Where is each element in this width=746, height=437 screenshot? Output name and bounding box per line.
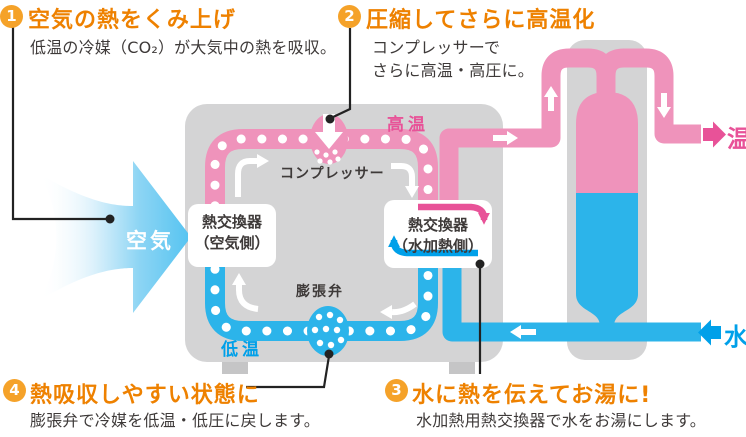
step-2-badge: 2 [338, 5, 361, 28]
hot-water-pipe [439, 48, 701, 212]
step-4-desc: 膨張弁で冷媒を低温・低圧に戻します。 [30, 411, 321, 430]
step-1-badge: 1 [0, 5, 23, 28]
cold-water-in-label: 水 [724, 323, 746, 351]
leader-dots [105, 114, 485, 359]
hx-air-line2: （空気側） [194, 234, 270, 252]
cold-water-pipe [442, 262, 701, 342]
compressor-icon [310, 114, 348, 165]
step-2-desc-line2: さらに高温・高圧に。 [372, 61, 535, 80]
step-3-desc: 水加熱用熱交換器で水をお湯にします。 [416, 411, 707, 430]
air-label: 空気 [126, 229, 174, 253]
step-4-title: 熱吸収しやすい状態に [30, 383, 260, 408]
pipe-flow-arrowheads [507, 86, 671, 339]
tank-cold-water [576, 193, 638, 341]
leader-lines [11, 27, 482, 389]
hx-water-line1: 熱交換器 [407, 216, 468, 234]
loop-flow-arrowheads [232, 154, 419, 319]
step-3-title: 水に熱を伝えてお湯に! [412, 383, 652, 408]
step-2-title: 圧縮してさらに高温化 [366, 8, 596, 33]
hx-air-line1: 熱交換器 [201, 213, 262, 231]
expansion-valve-icon [307, 306, 349, 356]
expansion-valve-label: 膨張弁 [296, 284, 344, 300]
cold-inlet-arrow-icon [698, 319, 721, 346]
high-temp-label: 高温 [387, 115, 429, 135]
air-arrow [40, 161, 191, 313]
hot-outlet-arrow-icon [703, 121, 726, 148]
tank-hot-water [576, 92, 638, 194]
loop-flow-arrows [235, 158, 417, 316]
compressor-label: コンプレッサー [280, 166, 385, 182]
hx-water-line2: （水加熱側） [392, 237, 483, 255]
low-temp-label: 低温 [221, 340, 263, 360]
step-1-desc: 低温の冷媒（CO₂）が大気中の熱を吸収。 [30, 38, 337, 57]
hx-air-label: 熱交換器 （空気側） [188, 212, 276, 254]
step-4-badge: 4 [3, 379, 26, 402]
hx-air-box [188, 204, 276, 267]
hx-water-label: 熱交換器 （水加熱側） [384, 215, 492, 257]
step-3-badge: 3 [385, 379, 408, 402]
step-1-title: 空気の熱をくみ上げ [28, 8, 236, 33]
pipe-flow-arrows [493, 93, 667, 335]
step-2-desc-line1: コンプレッサーで [372, 38, 501, 57]
heat-transfer-arrows [388, 203, 490, 257]
hot-water-out-label: 温 [727, 125, 746, 153]
